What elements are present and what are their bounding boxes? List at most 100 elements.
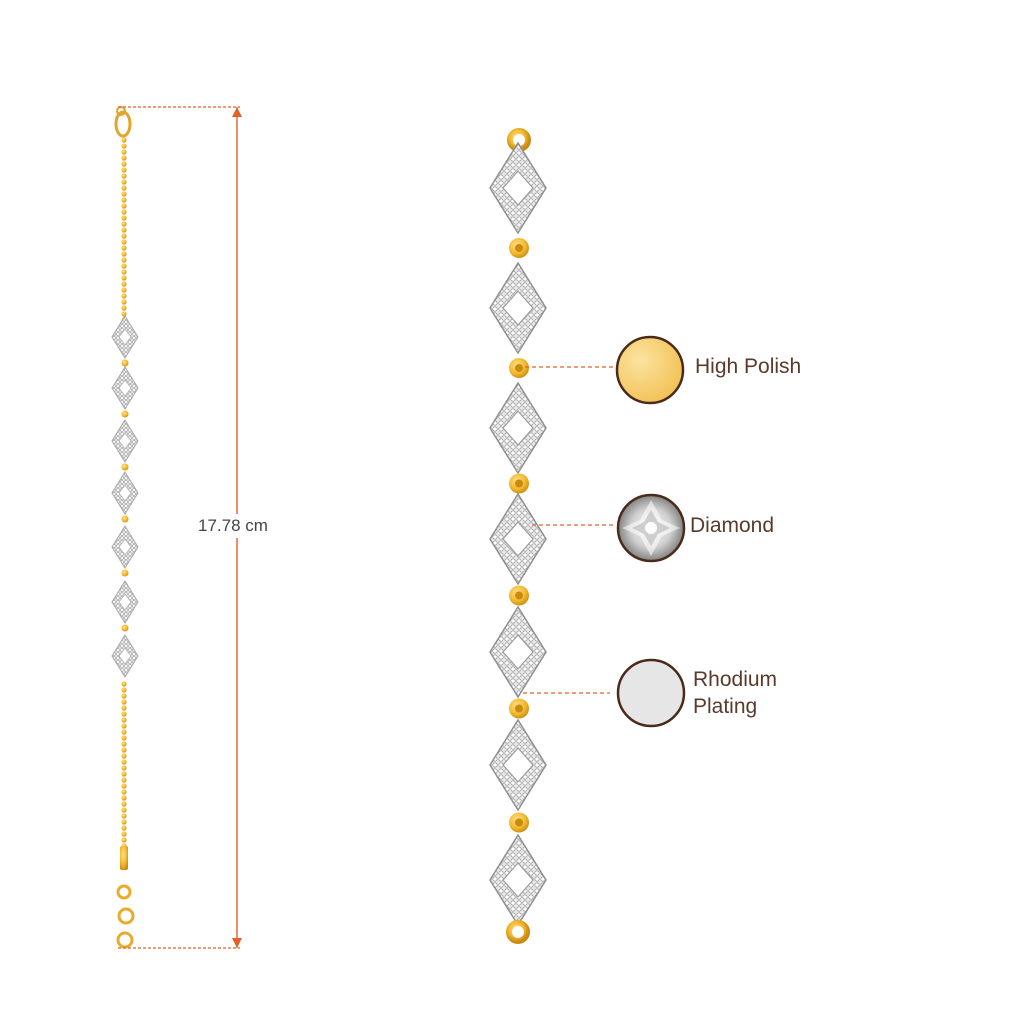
diamond-swatch-icon — [616, 493, 686, 563]
connector-hole — [515, 479, 523, 488]
chain-link — [121, 783, 127, 789]
chain-link — [121, 729, 127, 735]
connector-hole — [515, 591, 523, 600]
connector-ring — [121, 359, 129, 367]
end-tag — [120, 846, 128, 870]
chain-link — [121, 287, 127, 293]
connector-hole — [515, 704, 523, 713]
chain-link — [121, 185, 127, 191]
chain-link — [121, 149, 127, 155]
chain-link — [121, 221, 127, 227]
link-opening — [118, 593, 132, 611]
chain-link — [121, 765, 127, 771]
gold-swatch-icon — [615, 335, 685, 405]
connector-hole — [515, 818, 523, 827]
chain-link — [121, 275, 127, 281]
link-opening — [118, 538, 132, 556]
chain-link — [121, 753, 127, 759]
connector-hole — [515, 244, 523, 252]
link-opening — [502, 170, 534, 206]
connector-ring — [121, 410, 129, 418]
chain-link — [121, 693, 127, 699]
link-opening — [502, 290, 534, 326]
feature-callouts — [523, 335, 686, 728]
chain-link — [121, 245, 127, 251]
chain-link — [121, 215, 127, 221]
extender-ring — [116, 931, 134, 949]
link-opening — [118, 379, 132, 397]
chain-link — [121, 831, 127, 837]
connector-ring — [121, 463, 129, 471]
chain-link — [121, 687, 127, 693]
high-polish-label: High Polish — [695, 355, 802, 378]
chain-link — [121, 269, 127, 275]
closeup-bracelet-view — [489, 128, 547, 944]
chain-link — [121, 305, 127, 311]
link-opening — [118, 328, 132, 346]
rhodium-swatch-icon — [616, 658, 686, 728]
extender-ring — [117, 907, 135, 925]
chain-link — [121, 233, 127, 239]
chain-link — [121, 717, 127, 723]
chain-link — [121, 167, 127, 173]
chain-link — [121, 191, 127, 197]
chain-link — [121, 143, 127, 149]
chain-link — [121, 705, 127, 711]
chain-link — [121, 179, 127, 185]
chain-link — [121, 807, 127, 813]
link-opening — [502, 634, 534, 670]
chain-link — [121, 813, 127, 819]
chain-link — [121, 789, 127, 795]
link-opening — [118, 647, 132, 665]
length-label: 17.78 cm — [196, 514, 270, 538]
link-opening — [502, 521, 534, 557]
chain-link — [121, 173, 127, 179]
lobster-clasp — [114, 110, 132, 138]
link-opening — [502, 410, 534, 446]
link-opening — [502, 862, 534, 898]
rhodium-plating-label: Rhodium Plating — [693, 668, 778, 718]
chain-link — [121, 837, 127, 843]
chain-link — [121, 227, 127, 233]
link-opening — [118, 432, 132, 450]
chain-link — [121, 281, 127, 287]
chain-link — [121, 699, 127, 705]
chain-link — [121, 759, 127, 765]
chain-link — [121, 197, 127, 203]
link-opening — [502, 747, 534, 783]
chain-link — [121, 311, 127, 317]
chain-link — [121, 681, 127, 687]
chain-link — [121, 825, 127, 831]
connector-hole — [515, 364, 523, 372]
link-opening — [118, 484, 132, 502]
connector-ring — [121, 569, 129, 577]
chain-link — [121, 239, 127, 245]
chain-link — [121, 137, 127, 143]
full-bracelet-view — [111, 106, 139, 949]
extender-ring — [116, 884, 132, 900]
chain-link — [121, 801, 127, 807]
chain-link — [121, 263, 127, 269]
chain-link — [121, 155, 127, 161]
diamond-label: Diamond — [690, 514, 775, 537]
chain-link — [121, 161, 127, 167]
chain-link — [121, 257, 127, 263]
chain-link — [121, 741, 127, 747]
chain-link — [121, 747, 127, 753]
chain-link — [121, 795, 127, 801]
connector-ring — [121, 515, 129, 523]
chain-link — [121, 251, 127, 257]
chain-link — [121, 299, 127, 305]
chain-link — [121, 711, 127, 717]
chain-link — [121, 777, 127, 783]
chain-link — [121, 819, 127, 825]
connector-ring — [121, 624, 129, 632]
chain-link — [121, 203, 127, 209]
chain-link — [121, 735, 127, 741]
chain-link — [121, 723, 127, 729]
chain-link — [121, 293, 127, 299]
chain-link — [121, 771, 127, 777]
bottom-jump-ring — [506, 920, 530, 944]
chain-link — [121, 209, 127, 215]
